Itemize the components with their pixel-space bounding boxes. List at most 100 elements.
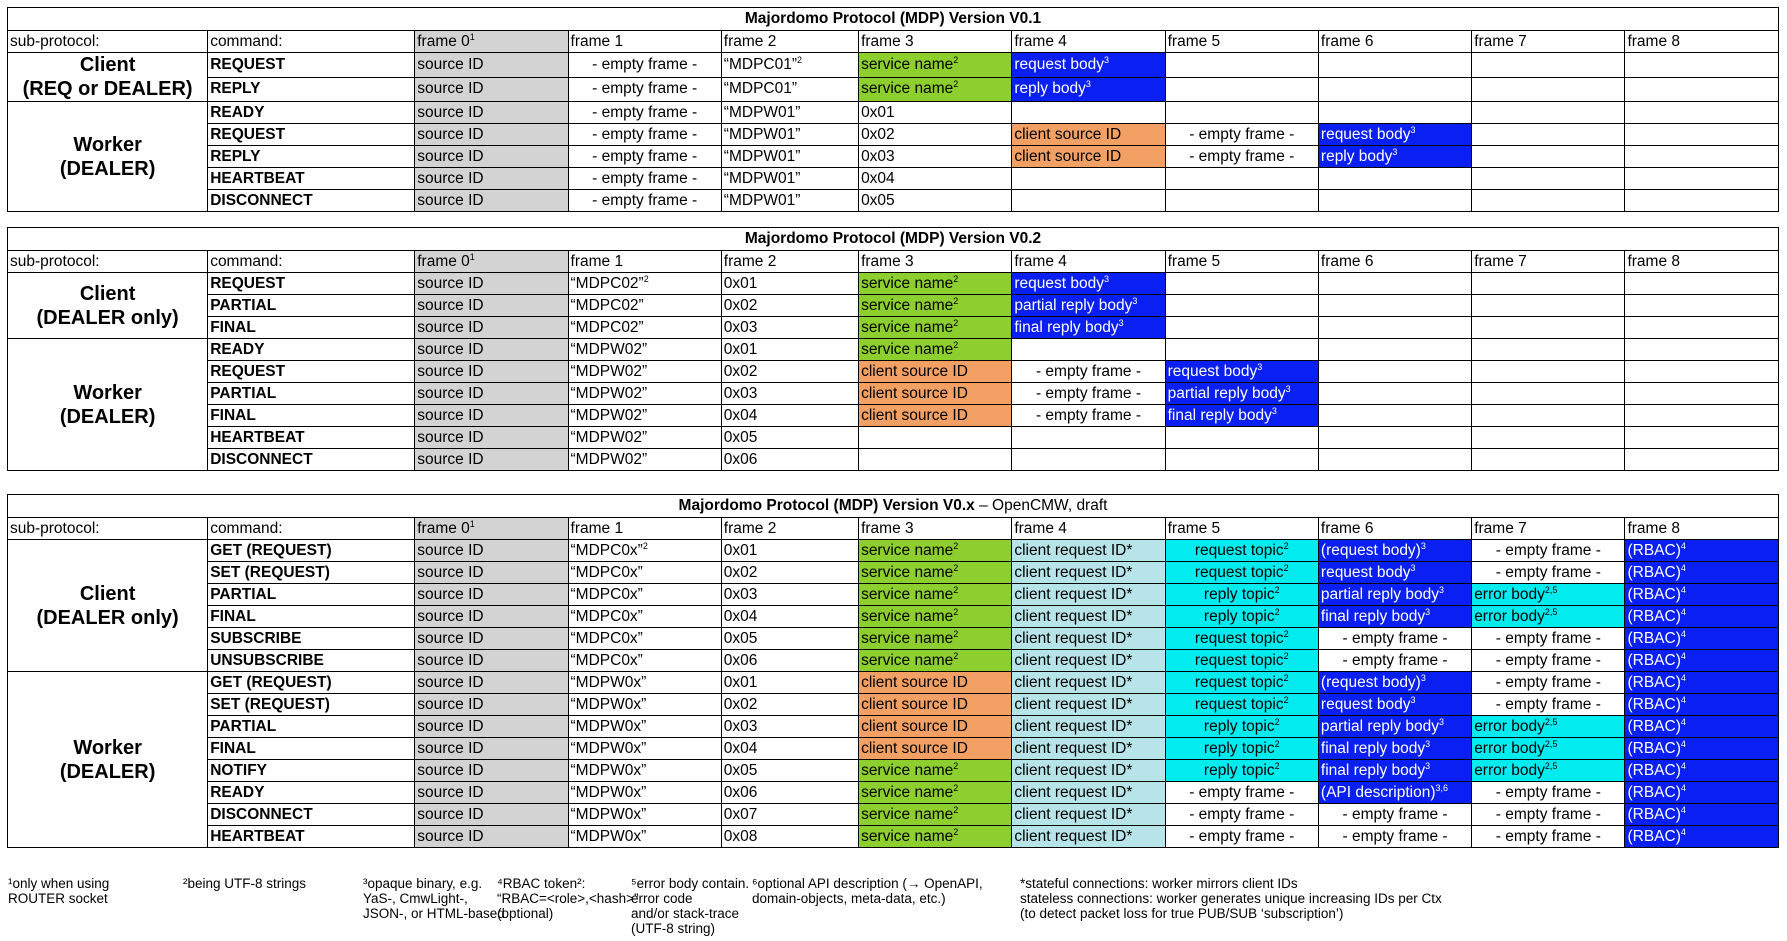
frame-cell: “MDPW01” — [720, 123, 860, 146]
frame-cell: service name2 — [858, 52, 1013, 78]
sub-protocol-label: Client (REQ or DEALER) — [6, 52, 209, 102]
frame-cell: request topic2 — [1164, 671, 1319, 694]
frame-cell: 0x05 — [720, 426, 860, 449]
column-header: frame 1 — [567, 250, 722, 273]
frame-cell: 0x02 — [720, 693, 860, 716]
frame-cell: - empty frame - — [1317, 803, 1473, 826]
command-cell: PARTIAL — [207, 715, 416, 738]
frame-cell — [1624, 426, 1779, 449]
frame-cell: - empty frame - — [567, 145, 722, 168]
frame-cell: 0x01 — [720, 671, 860, 694]
frame-cell — [1011, 167, 1166, 190]
frame-cell: “MDPW02” — [567, 338, 722, 361]
footnote: ³opaque binary, e.g. YaS-, CmwLight-, JS… — [363, 876, 505, 921]
frame-cell: 0x06 — [720, 649, 860, 672]
frame-cell: service name2 — [858, 561, 1013, 584]
frame-cell: 0x06 — [720, 781, 860, 804]
frame-cell: “MDPW01” — [720, 101, 860, 124]
frame-cell: client request ID* — [1011, 583, 1166, 606]
frame-cell: partial reply body3 — [1317, 583, 1473, 606]
frame-cell — [1471, 294, 1626, 317]
footnote: ⁶optional API description (→ OpenAPI, do… — [752, 876, 983, 906]
frame-cell: source ID — [414, 123, 569, 146]
frame-cell: error body2,5 — [1471, 605, 1626, 628]
frame-cell: source ID — [414, 825, 569, 848]
frame-cell — [1317, 404, 1473, 427]
frame-cell: - empty frame - — [1164, 123, 1319, 146]
frame-cell: source ID — [414, 76, 569, 102]
frame-cell: source ID — [414, 189, 569, 212]
frame-cell: reply topic2 — [1164, 715, 1319, 738]
frame-cell: “MDPC0x” — [567, 583, 722, 606]
column-header: frame 6 — [1317, 250, 1473, 273]
frame-cell — [1164, 338, 1319, 361]
frame-cell: (RBAC)4 — [1624, 737, 1779, 760]
frame-cell — [1624, 123, 1779, 146]
frame-cell: client source ID — [858, 382, 1013, 405]
frame-cell — [1164, 167, 1319, 190]
frame-cell: source ID — [414, 294, 569, 317]
frame-cell — [1624, 382, 1779, 405]
footnote: ⁵error body contain. error code and/or s… — [631, 876, 750, 936]
frame-cell — [1317, 101, 1473, 124]
frame-cell: 0x03 — [720, 316, 860, 339]
frame-cell: “MDPC0x” — [567, 605, 722, 628]
command-cell: DISCONNECT — [207, 803, 416, 826]
column-header: sub-protocol: — [6, 250, 209, 273]
column-header: frame 01 — [414, 30, 569, 53]
frame-cell: - empty frame - — [1471, 693, 1626, 716]
table-title: Majordomo Protocol (MDP) Version V0.x – … — [7, 494, 1779, 518]
frame-cell: final reply body3 — [1317, 759, 1473, 782]
command-cell: READY — [207, 338, 416, 361]
frame-cell: service name2 — [858, 825, 1013, 848]
frame-cell — [1317, 382, 1473, 405]
frame-cell: final reply body3 — [1164, 404, 1319, 427]
table-title-text: Majordomo Protocol (MDP) Version V0.1 — [744, 10, 1042, 27]
frame-cell: - empty frame - — [1471, 825, 1626, 848]
frame-cell: client request ID* — [1011, 715, 1166, 738]
frame-cell: source ID — [414, 561, 569, 584]
frame-cell: “MDPW0x” — [567, 825, 722, 848]
frame-cell — [1471, 316, 1626, 339]
frame-cell — [1164, 272, 1319, 295]
frame-cell: reply body3 — [1011, 76, 1166, 102]
frame-cell: (request body)3 — [1317, 539, 1473, 562]
table-title: Majordomo Protocol (MDP) Version V0.2 — [7, 227, 1779, 251]
frame-cell: source ID — [414, 145, 569, 168]
column-header: frame 4 — [1011, 517, 1166, 540]
command-cell: SUBSCRIBE — [207, 627, 416, 650]
frame-cell: - empty frame - — [1164, 825, 1319, 848]
command-cell: REPLY — [207, 76, 416, 102]
frame-cell — [1624, 101, 1779, 124]
column-header: frame 7 — [1471, 517, 1626, 540]
frame-cell: source ID — [414, 426, 569, 449]
frame-cell — [1317, 360, 1473, 383]
frame-cell: source ID — [414, 737, 569, 760]
frame-cell — [1471, 382, 1626, 405]
frame-cell: client source ID — [858, 737, 1013, 760]
frame-cell — [1164, 52, 1319, 78]
frame-cell — [1164, 294, 1319, 317]
frame-cell — [1624, 316, 1779, 339]
frame-cell: source ID — [414, 671, 569, 694]
frame-cell: (request body)3 — [1317, 671, 1473, 694]
table-row: Worker (DEALER)GET (REQUEST)source ID“MD… — [6, 671, 1779, 848]
frame-cell: 0x06 — [720, 448, 860, 471]
frame-cell: source ID — [414, 759, 569, 782]
frame-cell: request body3 — [1164, 360, 1319, 383]
frame-cell: - empty frame - — [1471, 781, 1626, 804]
frame-cell: final reply body3 — [1011, 316, 1166, 339]
frame-cell: (RBAC)4 — [1624, 605, 1779, 628]
frame-cell — [1317, 316, 1473, 339]
frame-cell — [1624, 76, 1779, 102]
frame-cell: service name2 — [858, 781, 1013, 804]
